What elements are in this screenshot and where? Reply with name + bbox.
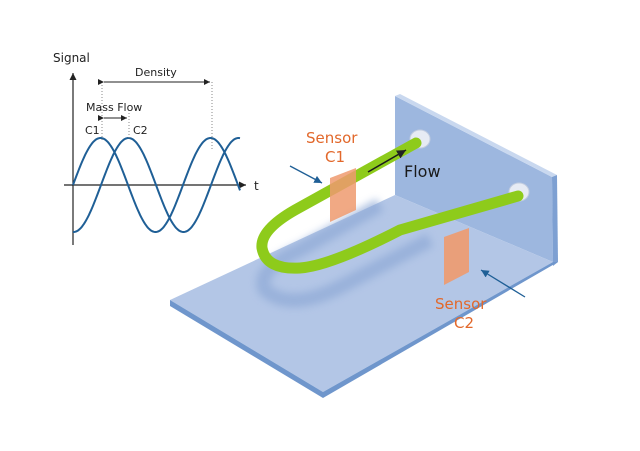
- sensor-c2-label-line1: Sensor: [435, 295, 487, 313]
- sensor-c2: [444, 228, 469, 285]
- u-tube: [256, 137, 524, 274]
- sensor-c1-label-line1: Sensor: [306, 129, 358, 147]
- flow-label: Flow: [404, 162, 441, 181]
- base-plate-front-edge: [170, 300, 323, 398]
- signal-graph: Signal t Density Mass Flow C1 C2: [53, 51, 259, 245]
- signal-curve-c2: [73, 137, 241, 233]
- mass-flow-label: Mass Flow: [86, 101, 142, 114]
- back-plate-side-edge: [552, 175, 558, 266]
- sensor-c1-pointer: [289, 165, 323, 184]
- c2-label: C2: [133, 124, 148, 137]
- sensor-c1: [330, 168, 356, 222]
- back-plate: [395, 96, 553, 262]
- signal-curve-c1: [72, 137, 241, 233]
- sensor-c2-label-line2: C2: [454, 314, 474, 332]
- sensor-c1-label-line2: C1: [325, 148, 345, 166]
- density-label: Density: [135, 66, 177, 79]
- y-axis-label: Signal: [53, 51, 90, 65]
- base-plate-right-edge: [323, 262, 558, 398]
- coriolis-device: Flow Sensor C1 Sensor C2: [170, 94, 558, 398]
- sensor-c2-pointer: [480, 269, 526, 298]
- c1-label: C1: [85, 124, 100, 137]
- back-plate-top-edge: [395, 94, 557, 177]
- tube-shadow: [256, 198, 434, 308]
- x-axis-label: t: [254, 179, 259, 193]
- flow-arrow: [367, 149, 407, 173]
